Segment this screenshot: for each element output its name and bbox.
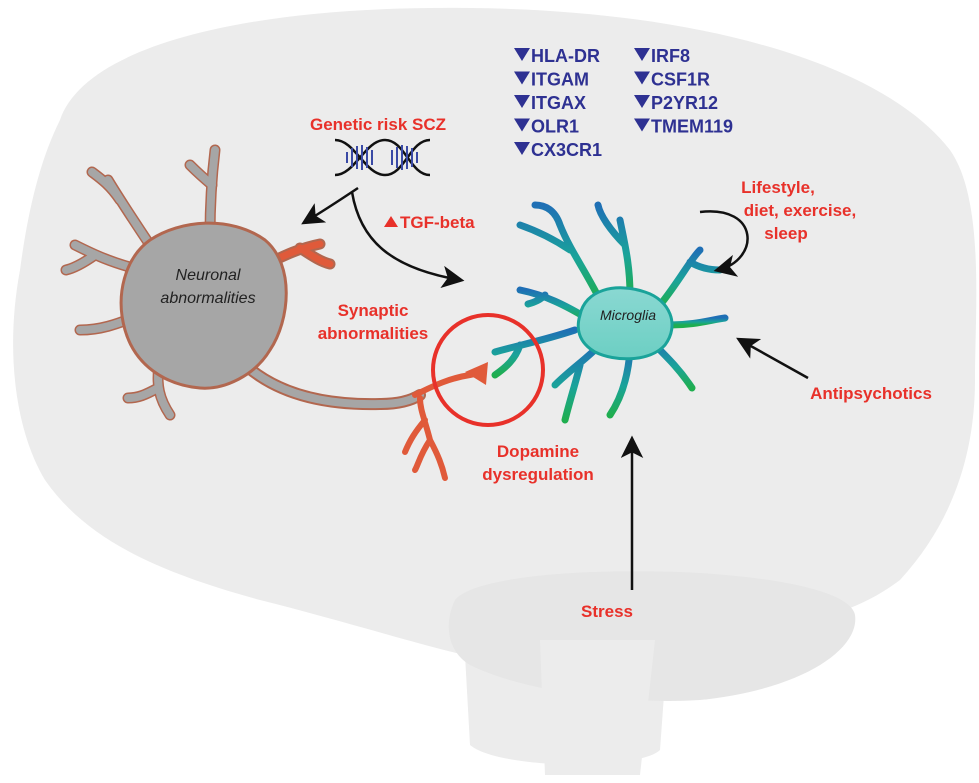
- marker-label: CSF1R: [651, 70, 710, 90]
- lifestyle-label-line3: sleep: [764, 224, 807, 243]
- antipsychotics-label: Antipsychotics: [810, 384, 932, 403]
- microglia-label: Microglia: [600, 307, 656, 323]
- lifestyle-label-line2: diet, exercise,: [744, 201, 856, 220]
- marker-label: OLR1: [531, 117, 579, 137]
- dopamine-label-line1: Dopamine: [497, 442, 579, 461]
- marker-label: ITGAM: [531, 70, 589, 90]
- neuronal-label-line2: abnormalities: [160, 290, 255, 307]
- marker-label: TMEM119: [651, 117, 733, 137]
- marker-label: IRF8: [651, 46, 690, 66]
- dopamine-label-line2: dysregulation: [482, 465, 593, 484]
- synaptic-label-line2: abnormalities: [318, 324, 429, 343]
- lifestyle-label-line1: Lifestyle,: [741, 178, 815, 197]
- marker-label: HLA-DR: [531, 46, 600, 66]
- neuronal-label-line1: Neuronal: [176, 267, 241, 284]
- tgf-beta-label: TGF-beta: [400, 213, 475, 232]
- synaptic-label-line1: Synaptic: [338, 301, 409, 320]
- marker-label: ITGAX: [531, 93, 586, 113]
- marker-label: CX3CR1: [531, 140, 602, 160]
- genetic-risk-label: Genetic risk SCZ: [310, 115, 446, 134]
- stress-label: Stress: [581, 602, 633, 621]
- marker-label: P2YR12: [651, 93, 718, 113]
